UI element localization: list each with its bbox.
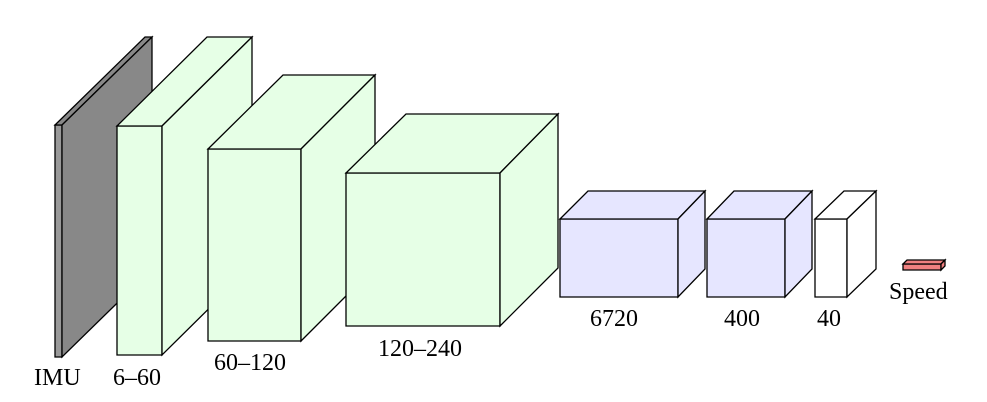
imu-label: IMU [34,365,81,391]
conv3-label: 120–240 [378,336,462,362]
conv2-front-face [207,148,302,342]
hidden-front-face [814,218,848,298]
layer-dense-400: 400 [705,189,814,332]
conv3-side-face [499,112,559,328]
conv3-front-face [345,172,501,327]
output-front-face [902,263,942,271]
dense2-side-face [784,189,813,299]
hidden-label: 40 [817,306,841,332]
layer-hidden-40: 40 [813,189,878,332]
hidden-side-face [846,189,877,299]
dense1-label: 6720 [590,306,638,332]
imu-front-face [54,124,63,358]
dense2-label: 400 [724,306,760,332]
layer-dense-6720: 6720 [558,189,707,332]
output-top-face [901,259,947,265]
dense1-front-face [559,218,679,298]
dense1-side-face [677,189,706,299]
output-side-face [940,258,946,272]
layer-conv-120-240: 120–240 [344,112,560,362]
conv1-front-face [116,125,163,356]
conv1-label: 6–60 [113,365,161,391]
layer-output-speed: Speed [889,258,948,305]
conv2-label: 60–120 [214,350,286,376]
dense2-front-face [706,218,786,298]
output-label: Speed [889,279,948,305]
